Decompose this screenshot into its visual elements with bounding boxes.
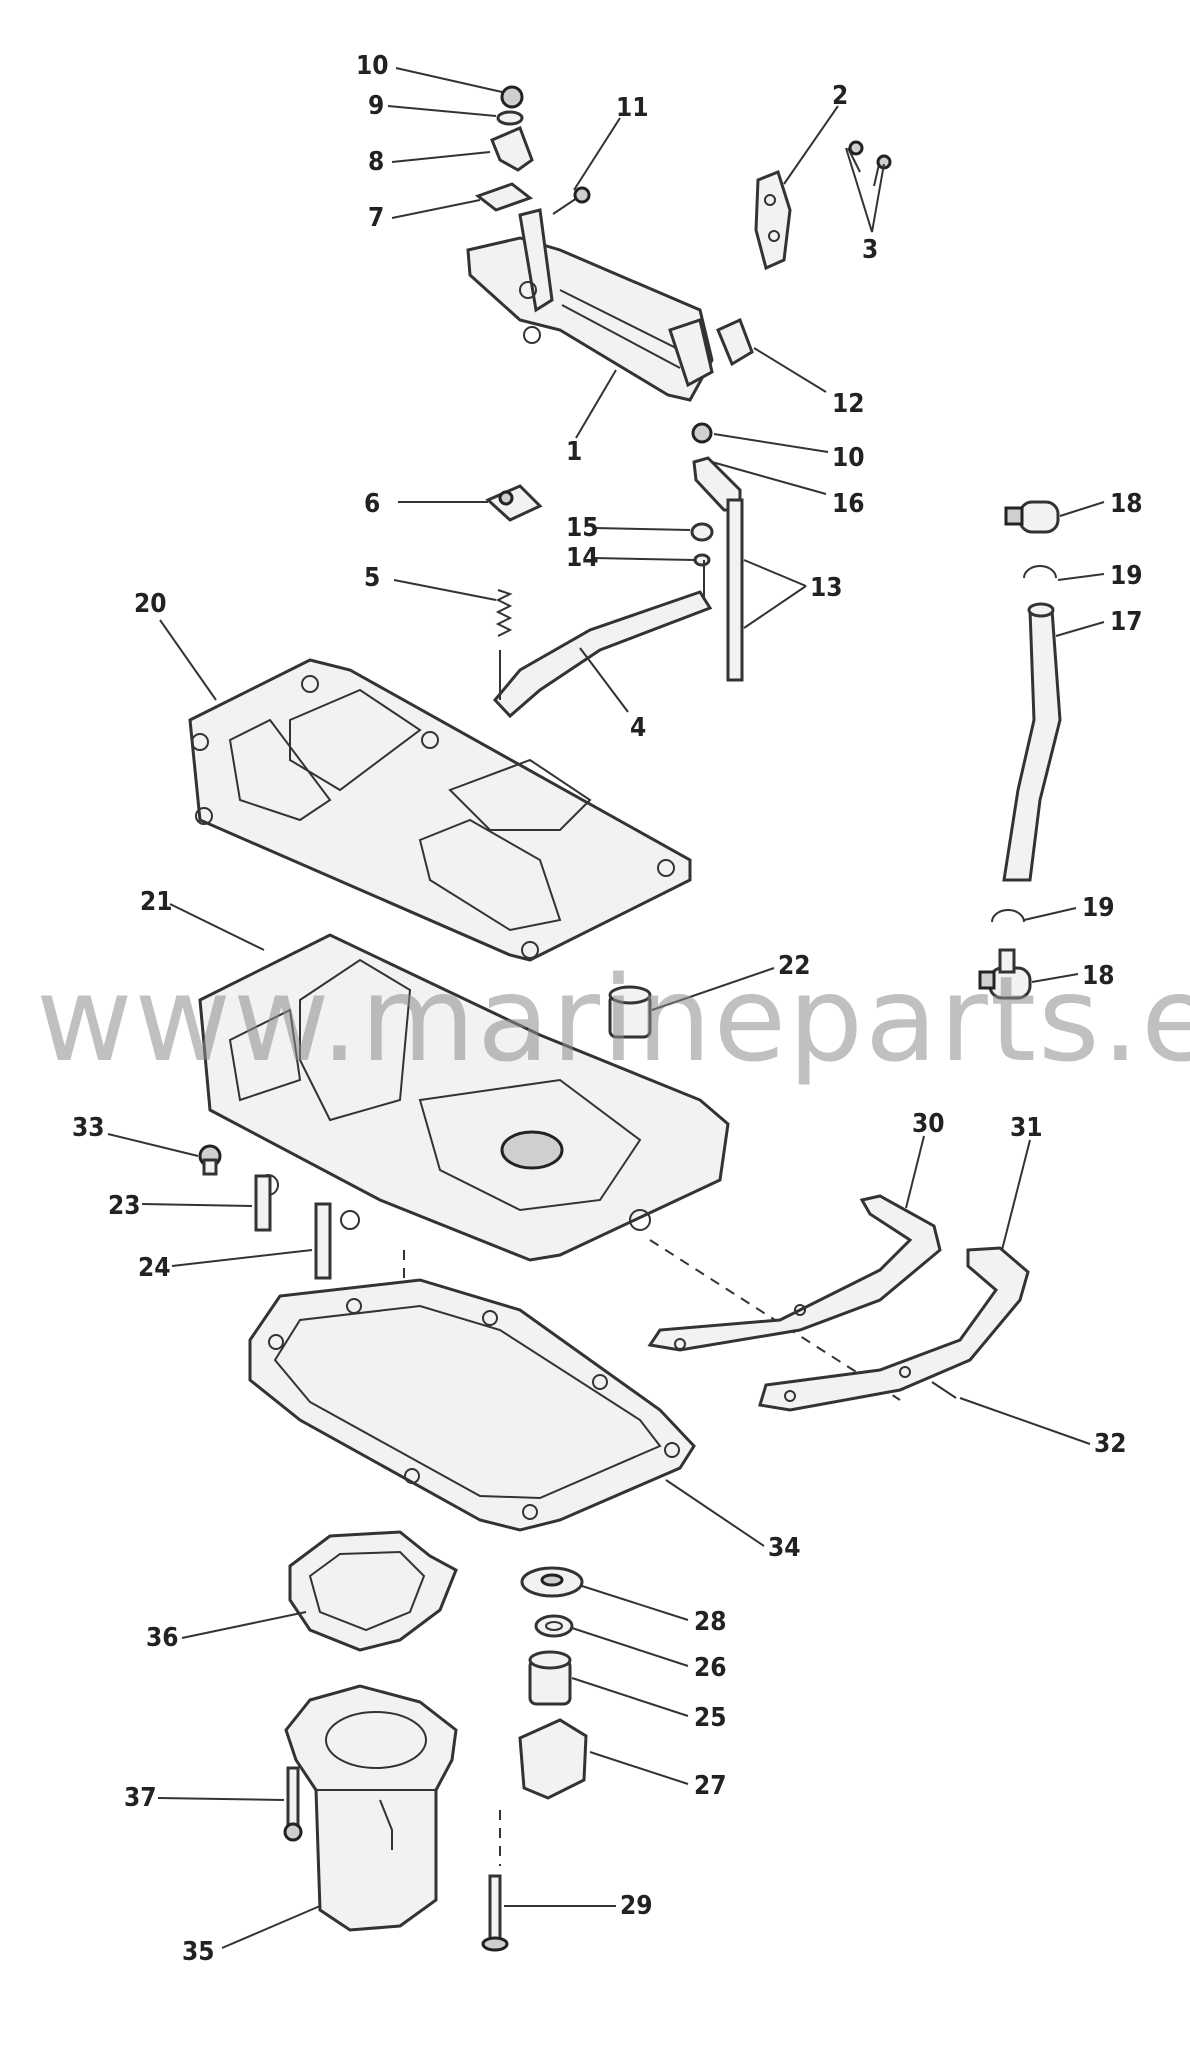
callout-18-upper: 18 [1110,489,1143,519]
callout-17: 17 [1110,607,1143,637]
callout-6: 6 [364,489,380,519]
part-33-screw [198,1144,222,1176]
part-25-bushing [528,1650,572,1706]
callout-labels: 10 9 8 7 11 2 3 12 1 10 16 6 15 14 13 5 … [72,51,1143,1967]
part-9-washer [496,110,524,126]
callout-37: 37 [124,1783,157,1813]
part-37-bolt [283,1766,303,1842]
part-22-bushing [608,985,652,1039]
part-15-bushing [690,522,714,542]
part-12-pad [716,317,754,367]
callout-10-top: 10 [356,51,389,81]
callout-28: 28 [694,1607,727,1637]
callout-31: 31 [1010,1113,1043,1143]
part-18-fitting-lower [978,948,1032,1000]
callout-12: 12 [832,389,865,419]
callout-29: 29 [620,1891,653,1921]
part-36-gasket [288,1530,458,1652]
callout-21: 21 [140,887,173,917]
part-6-retainer [485,484,543,522]
callout-18-lower: 18 [1082,961,1115,991]
part-29-screw [481,1810,509,1952]
part-19-clamp-lower [991,909,1025,923]
part-4-lever [492,560,713,719]
callout-2: 2 [832,81,848,111]
part-30-brace [647,1194,942,1352]
callout-20: 20 [134,589,167,619]
part-1-main-bracket [466,208,714,402]
callout-8: 8 [368,147,384,177]
callout-36: 36 [146,1623,179,1653]
callout-34: 34 [768,1533,801,1563]
callout-35: 35 [182,1937,215,1967]
callout-14: 14 [566,543,599,573]
part-7-plate [474,182,534,212]
part-8-clip [490,126,534,172]
callout-25: 25 [694,1703,727,1733]
part-31-brace [758,1246,1030,1412]
part-5-spring [495,589,513,637]
part-26-washer [534,1614,574,1638]
callout-16: 16 [832,489,865,519]
callout-3: 3 [862,235,878,265]
part-21-adapter-plate [198,933,730,1262]
callout-11: 11 [616,93,649,123]
callout-26: 26 [694,1653,727,1683]
callout-19-upper: 19 [1110,561,1143,591]
part-23-stud [254,1174,272,1232]
callout-13: 13 [810,573,843,603]
part-28-plate [520,1566,584,1598]
part-10-nut-top [500,85,524,109]
part-20-gasket [188,658,692,962]
part-18-fitting-upper [1004,500,1060,534]
part-19-clamp-upper [1023,565,1057,579]
callout-23: 23 [108,1191,141,1221]
part-17-hose [1002,602,1062,882]
callout-27: 27 [694,1771,727,1801]
callout-22: 22 [778,951,811,981]
callout-33: 33 [72,1113,105,1143]
callout-30: 30 [912,1109,945,1139]
part-27-clamp [518,1718,588,1800]
part-10-nut-lower [691,422,713,444]
part-14-clip [693,553,711,567]
callout-19-lower: 19 [1082,893,1115,923]
part-32-screw [931,1381,957,1399]
leader-lines [107,67,1105,1949]
callout-4: 4 [630,713,646,743]
callout-24: 24 [138,1253,171,1283]
callout-7: 7 [368,203,384,233]
part-11-screw [552,186,591,215]
callout-15: 15 [566,513,599,543]
part-24-stud [314,1202,332,1280]
callout-1: 1 [566,437,582,467]
callout-32: 32 [1094,1429,1127,1459]
callout-9: 9 [368,91,384,121]
callout-10-lower: 10 [832,443,865,473]
callout-5: 5 [364,563,380,593]
part-3-screws [847,140,892,187]
part-2-bracket [754,170,792,271]
part-13-rod [726,498,744,682]
watermark: www.marineparts.eu [36,950,1190,1088]
part-35-housing [284,1684,458,1932]
part-34-gasket [248,1278,696,1532]
